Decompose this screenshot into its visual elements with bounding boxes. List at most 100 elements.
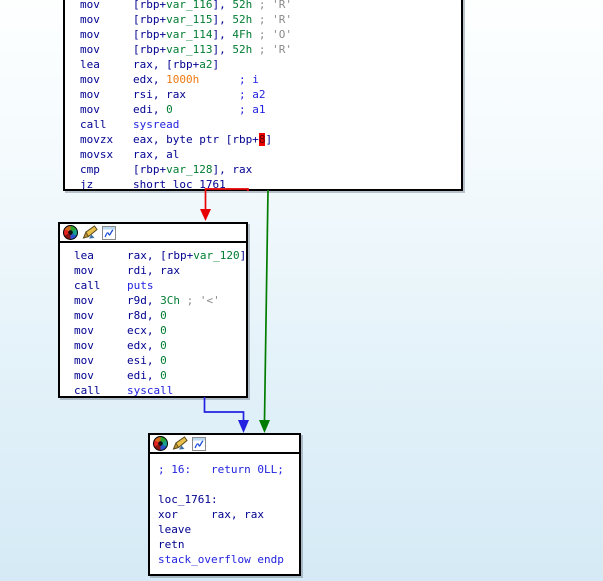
code-token: 1000h — [166, 73, 200, 86]
code-token: var_128 — [166, 163, 213, 176]
code-token: ; 'R' — [252, 0, 292, 11]
edge-flow — [203, 397, 245, 420]
code-token: leave — [158, 523, 192, 536]
code-token: xor rax, rax — [158, 508, 264, 521]
code-token: sysread — [132, 118, 180, 131]
code-line[interactable]: mov [rbp+var_113], 52h ; 'R' — [80, 42, 461, 57]
code-token: puts — [126, 279, 154, 292]
code-token: 52h — [232, 0, 253, 11]
code-line[interactable]: movzx eax, byte ptr [rbp+8] — [80, 132, 461, 147]
code-token: 0 — [160, 324, 167, 337]
code-line[interactable]: call syscall — [74, 383, 246, 397]
block-code: mov [rbp+var_116], 52h ; 'R'mov [rbp+var… — [65, 0, 461, 191]
code-token: ; 16: return 0LL; — [158, 463, 284, 476]
code-token: mov rdi, rax — [74, 264, 180, 277]
code-line[interactable]: mov rdi, rax — [74, 263, 246, 278]
code-line[interactable]: mov esi, 0 — [74, 353, 246, 368]
code-token: ] — [239, 249, 247, 262]
code-token: var_116 — [166, 0, 213, 11]
code-token: mov r9d, — [74, 294, 161, 307]
code-line[interactable]: mov edx, 1000h ; i — [80, 72, 461, 87]
edit-node-pencil-icon[interactable] — [172, 436, 188, 451]
code-line[interactable]: call sysread — [80, 117, 461, 132]
code-line[interactable]: call puts — [74, 278, 246, 293]
code-token: ], — [212, 0, 233, 11]
basic-block-loc-1761[interactable]: ; 16: return 0LL; loc_1761:xor rax, rax le… — [148, 433, 301, 576]
code-token: ; 'O' — [252, 28, 292, 41]
code-token: ; '<' — [179, 294, 220, 307]
code-line[interactable] — [158, 477, 299, 492]
code-token: syscall — [126, 384, 174, 397]
code-line[interactable]: lea rax, [rbp+var_120] — [74, 248, 246, 263]
code-token: ], rax — [212, 163, 253, 176]
group-node-icon[interactable] — [192, 436, 206, 451]
basic-block-sysread[interactable]: mov [rbp+var_116], 52h ; 'R'mov [rbp+var… — [63, 0, 463, 191]
code-token: mov [rbp+ — [80, 0, 167, 11]
code-token: 4Fh — [232, 28, 253, 41]
code-token: mov edx, — [80, 73, 167, 86]
code-line[interactable]: cmp [rbp+var_128], rax — [80, 162, 461, 177]
code-line[interactable]: mov edx, 0 — [74, 338, 246, 353]
node-color-wheel-icon[interactable] — [153, 436, 168, 451]
code-token: mov [rbp+ — [80, 13, 167, 26]
code-token: lea rax, [rbp+ — [74, 249, 194, 262]
code-token: 8 — [258, 133, 266, 146]
code-token: jz short loc_1761 — [80, 178, 226, 191]
node-titlebar[interactable] — [150, 435, 299, 454]
code-token: mov edi, — [80, 103, 167, 116]
code-token: ] — [265, 133, 273, 146]
code-token: ], — [212, 13, 233, 26]
code-line[interactable]: retn — [158, 537, 299, 552]
code-token: var_114 — [166, 28, 213, 41]
code-token: mov [rbp+ — [80, 28, 167, 41]
code-line[interactable]: movsx rax, al — [80, 147, 461, 162]
code-token: 52h — [232, 13, 253, 26]
code-token: a2 — [199, 58, 213, 71]
code-line[interactable]: mov ecx, 0 — [74, 323, 246, 338]
code-token: call — [80, 118, 133, 131]
code-token: ; a2 — [238, 88, 266, 101]
code-line[interactable]: mov r9d, 3Ch ; '<' — [74, 293, 246, 308]
code-line[interactable]: mov [rbp+var_116], 52h ; 'R' — [80, 0, 461, 12]
code-token: 0 — [160, 369, 167, 382]
code-token: mov [rbp+ — [80, 43, 167, 56]
edit-node-pencil-icon[interactable] — [82, 225, 98, 240]
code-line[interactable]: xor rax, rax — [158, 507, 299, 522]
code-token: retn — [158, 538, 185, 551]
code-line[interactable]: mov rsi, rax ; a2 — [80, 87, 461, 102]
code-token: var_120 — [193, 249, 240, 262]
code-line[interactable]: leave — [158, 522, 299, 537]
code-token: call — [74, 384, 127, 397]
code-line[interactable]: mov [rbp+var_114], 4Fh ; 'O' — [80, 27, 461, 42]
code-token: mov esi, — [74, 354, 161, 367]
code-token: ; a1 — [238, 103, 266, 116]
node-color-wheel-icon[interactable] — [63, 225, 78, 240]
code-line[interactable]: loc_1761: — [158, 492, 299, 507]
code-line[interactable]: stack_overflow endp — [158, 552, 299, 567]
code-line[interactable]: lea rax, [rbp+a2] — [80, 57, 461, 72]
code-token: 52h — [232, 43, 253, 56]
code-line[interactable]: ; 16: return 0LL; — [158, 462, 299, 477]
group-node-icon[interactable] — [102, 225, 116, 240]
code-token: mov r8d, — [74, 309, 161, 322]
code-token: mov edi, — [74, 369, 161, 382]
edge-true-branch-arrowhead — [259, 420, 270, 433]
code-line[interactable]: mov edi, 0 — [74, 368, 246, 383]
code-line[interactable]: mov r8d, 0 — [74, 308, 246, 323]
node-titlebar[interactable] — [60, 224, 246, 243]
code-token: movsx rax, al — [80, 148, 180, 161]
edge-false-branch-arrowhead — [200, 209, 211, 221]
code-token: 0 — [160, 354, 167, 367]
code-token: 3Ch — [160, 294, 180, 307]
code-token: ; i — [238, 73, 259, 86]
code-token: mov ecx, — [74, 324, 161, 337]
code-token: stack_overflow endp — [158, 553, 284, 566]
code-line[interactable]: jz short loc_1761 — [80, 177, 461, 191]
code-token: 0 — [160, 339, 167, 352]
code-line[interactable]: mov edi, 0 ; a1 — [80, 102, 461, 117]
code-token: cmp [rbp+ — [80, 163, 167, 176]
code-line[interactable]: mov [rbp+var_115], 52h ; 'R' — [80, 12, 461, 27]
code-token: mov rsi, rax — [80, 88, 239, 101]
